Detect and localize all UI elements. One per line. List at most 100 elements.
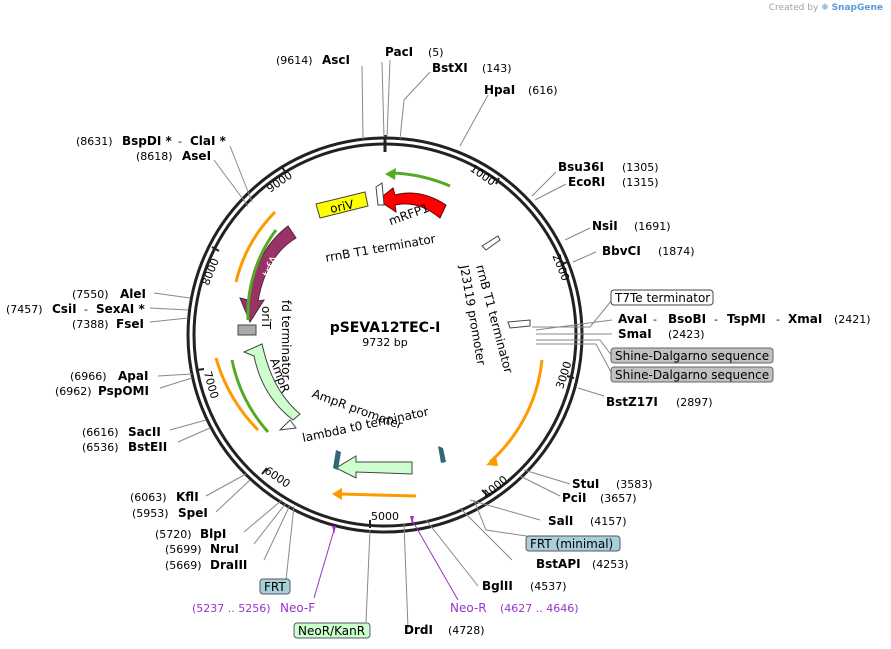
arrow-head-icon: [486, 456, 498, 466]
frt-box: [259, 578, 291, 595]
leader-line: [536, 343, 613, 375]
site-ecori: EcoRI(1315): [568, 175, 659, 189]
rrnb-t1-label-top: rrnB T1 terminator: [324, 232, 436, 265]
site-hpai: HpaI(616): [484, 83, 558, 97]
site-smai: SmaI(2423): [618, 327, 705, 341]
tick-mark: [196, 368, 205, 371]
neo-f-leader: [313, 529, 335, 599]
site-pspomi: (6962)PspOMI: [55, 384, 149, 398]
tick-label-5000: 5000: [371, 510, 399, 523]
shine-dalgarno-box-2: [610, 366, 774, 383]
site-bbvci: BbvCI(1874): [602, 244, 695, 258]
site-csii-sexai: (7457) CsiI - SexAI *: [6, 298, 145, 317]
snapgene-logo-icon: ❄: [821, 3, 829, 13]
restriction-sites: PacI(5) BstXI(143) HpaI(616) (9614)AscI …: [6, 45, 871, 637]
leader-line: [285, 505, 295, 581]
tick-label-9000: 9000: [264, 169, 294, 196]
leader-line: [213, 159, 249, 207]
frt-minimal-box: [525, 535, 621, 552]
neo-r-leader: [411, 519, 459, 601]
tick-mark: [211, 246, 220, 252]
tick-mark: [566, 375, 575, 379]
site-draiii: (5669)DraIII: [165, 558, 247, 572]
leader-line: [425, 519, 479, 587]
leader-line: [215, 479, 251, 513]
plasmid-name: pSEVA12TEC-I: [330, 320, 441, 336]
leader-line: [535, 319, 613, 331]
terminator-marker-icon: [375, 182, 385, 206]
tick-mark: [560, 261, 568, 266]
site-ascI: (9614)AscI: [276, 53, 350, 67]
primer-neo-f: (5237 .. 5256) Neo-F: [192, 597, 315, 616]
site-drdi: DrdI(4728): [404, 623, 485, 637]
leader-line: [531, 171, 557, 197]
snapgene-credit: Created by ❄ SnapGene: [769, 3, 883, 13]
site-nrui: (5699)NruI: [165, 542, 239, 556]
trfa-arrow: [239, 225, 297, 324]
site-apai: (6966)ApaI: [70, 369, 148, 383]
leader-line: [523, 469, 571, 485]
fd-terminator-label: fd terminator: [279, 300, 293, 379]
site-bsu36i: Bsu36I(1305): [558, 160, 659, 174]
shine-dalgarno-label-2: Shine-Dalgarno sequence: [615, 368, 769, 382]
tick-label-1000: 1000: [467, 162, 497, 189]
leader-line: [361, 65, 364, 140]
leader-line: [532, 299, 613, 328]
leader-line: [365, 529, 371, 623]
site-stui: StuI(3583): [572, 477, 653, 491]
site-spei: (5953)SpeI: [132, 506, 208, 520]
promoter-marker-icon: [278, 419, 297, 431]
orange-feature-arc: [234, 210, 277, 283]
site-asei: (8618)AseI: [136, 149, 211, 163]
site-sali: SalI(4157): [548, 514, 627, 528]
neor-kanr-arrow: [334, 455, 413, 479]
leader-line: [243, 499, 283, 533]
green-feature-arc: [391, 171, 451, 188]
shine-dalgarno-label-1: Shine-Dalgarno sequence: [615, 349, 769, 363]
orit-label: oriT: [259, 306, 273, 330]
arrow-head-icon: [332, 488, 342, 500]
leader-line: [577, 387, 605, 397]
leader-line: [177, 427, 211, 443]
leader-line: [381, 61, 385, 138]
boxed-labels: T7Te terminator Shine-Dalgarno sequence …: [259, 289, 774, 639]
oriv-feature: [315, 191, 369, 219]
site-alei: (7550)AleI: [72, 287, 146, 301]
frt-minimal-label: FRT (minimal): [530, 537, 613, 551]
green-feature-arc: [246, 229, 278, 321]
site-pcii: PciI(3657): [562, 491, 637, 505]
site-nsii: NsiI(1691): [592, 219, 671, 233]
frt-marker-icon: [333, 450, 341, 470]
leader-line: [169, 419, 207, 431]
site-kfli: (6063)KflI: [130, 490, 199, 504]
site-sacii: (6616)SacII: [82, 425, 161, 439]
orange-feature-arc: [489, 359, 544, 464]
plasmid-length: 9732 bp: [362, 336, 407, 349]
leader-line: [536, 339, 613, 357]
frt-label: FRT: [264, 580, 286, 594]
ampr-arrow: [242, 343, 301, 421]
t7te-label: T7Te terminator: [614, 291, 710, 305]
terminator-marker-icon: [481, 235, 501, 251]
promoter-marker-icon: [507, 319, 531, 329]
primer-neo-r: Neo-R (4627 .. 4646): [450, 597, 579, 616]
leader-lines: [149, 59, 613, 629]
orit-feature: [237, 324, 257, 336]
leader-line: [564, 227, 591, 241]
leader-line: [153, 292, 191, 299]
site-bstxi: BstXI(143): [432, 61, 512, 75]
tick-mark: [261, 467, 268, 475]
tick-mark: [495, 177, 500, 185]
leader-line: [205, 473, 247, 497]
tick-label-2000: 2000: [549, 252, 572, 283]
tick-mark: [481, 489, 488, 496]
site-bstapi: BstAPI(4253): [536, 557, 629, 571]
neo-f-marker-icon: [332, 526, 336, 534]
site-bglii: BglII(4537): [482, 579, 567, 593]
frt-minimal-marker-icon: [438, 446, 446, 463]
neor-kanr-label: NeoR/KanR: [298, 624, 365, 638]
leader-line: [403, 523, 409, 629]
leader-line: [149, 317, 189, 323]
oriv-label: oriV: [329, 197, 356, 216]
